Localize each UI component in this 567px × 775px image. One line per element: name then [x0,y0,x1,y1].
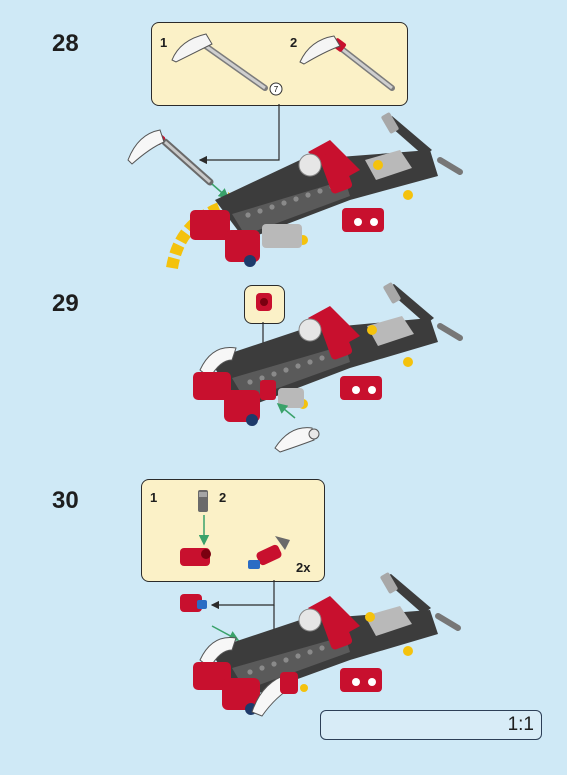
step-number-30: 30 [52,487,79,514]
assembly-part-axle [127,129,214,186]
substep-2-label: 2 [219,490,227,505]
step-number-28: 28 [52,30,79,57]
substep-1-label: 1 [150,490,158,505]
callout-28-part-2 [299,35,395,91]
part-length-badge: 7 [269,82,283,96]
model-step-29 [193,282,463,426]
substep-2-label: 2 [290,35,298,50]
callout-30-connector-2 [248,536,290,569]
step-30-callout: 1 2 2x [141,479,325,582]
green-insert-arrow-29 [276,403,296,419]
scale-ruler: 1:1 [320,710,542,740]
part-length-text: 7 [274,85,279,94]
floating-connector-30 [180,594,207,612]
substep-1-label: 1 [160,35,168,50]
floating-cone-29 [274,427,320,453]
callout-29-part [256,293,272,311]
callout-30-connector-1 [180,548,211,566]
callout-leader-28 [198,104,280,165]
callout-28-part-1 [171,33,268,91]
callout-30-pin [198,490,208,512]
callout-leader-30-a [210,580,275,610]
step-number-29: 29 [52,290,79,317]
scale-label: 1:1 [507,714,534,735]
quantity-2x-label: 2x [296,560,311,575]
model-step-28 [190,112,463,267]
model-step-30 [193,572,461,717]
